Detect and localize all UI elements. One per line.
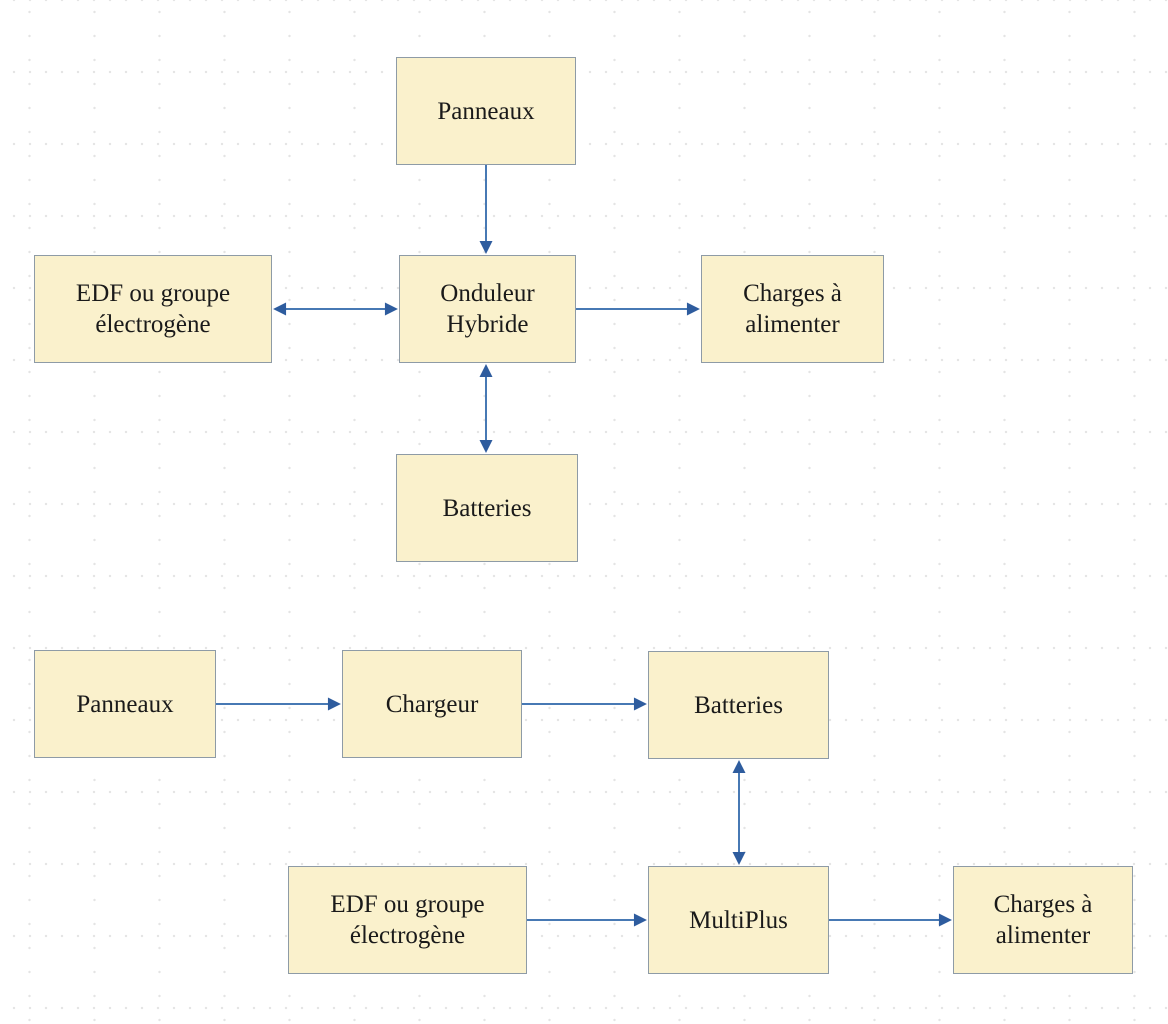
node-label: EDF ou groupe électrogène: [330, 891, 485, 949]
node-label: Batteries: [442, 494, 532, 522]
node-edf-bottom[interactable]: EDF ou groupe électrogène: [288, 866, 527, 974]
node-batteries-top[interactable]: Batteries: [396, 454, 578, 562]
node-label: MultiPlus: [689, 906, 788, 934]
node-label: Chargeur: [385, 690, 479, 718]
node-label: Batteries: [694, 691, 783, 719]
node-label: Onduleur Hybride: [440, 280, 535, 338]
node-label: Panneaux: [437, 97, 535, 125]
node-panneaux-top[interactable]: Panneaux: [396, 57, 576, 165]
node-panneaux-bottom[interactable]: Panneaux: [34, 650, 216, 758]
node-charges-top[interactable]: Charges à alimenter: [701, 255, 884, 363]
node-label: Charges à alimenter: [743, 280, 842, 338]
node-label: Panneaux: [76, 690, 174, 718]
node-edf-top[interactable]: EDF ou groupe électrogène: [34, 255, 272, 363]
node-multiplus[interactable]: MultiPlus: [648, 866, 829, 974]
node-batteries-bottom[interactable]: Batteries: [648, 651, 829, 759]
node-chargeur[interactable]: Chargeur: [342, 650, 522, 758]
node-label: Charges à alimenter: [993, 891, 1093, 949]
node-charges-bottom[interactable]: Charges à alimenter: [953, 866, 1133, 974]
node-onduleur-hybride[interactable]: Onduleur Hybride: [399, 255, 576, 363]
node-label: EDF ou groupe électrogène: [75, 280, 231, 338]
